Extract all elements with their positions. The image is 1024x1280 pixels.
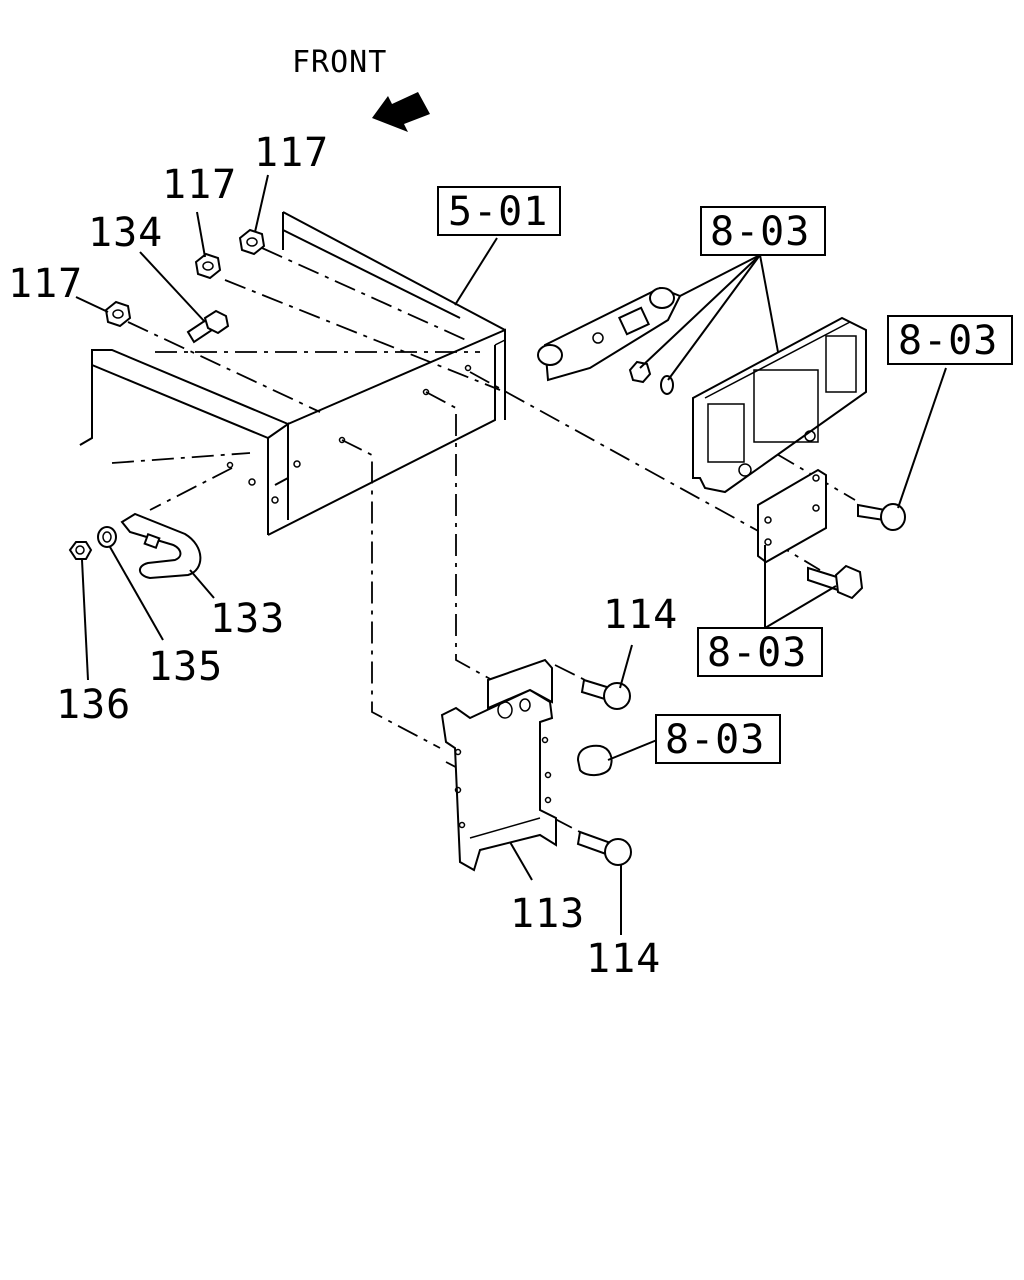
callout-113: 113 — [510, 891, 585, 937]
ref-8-03-right: 8-03 — [898, 318, 998, 364]
assembly-line — [425, 391, 511, 691]
leader-lines — [75, 174, 947, 935]
callout-114-upper: 114 — [603, 592, 678, 638]
callout-117-mid: 117 — [162, 162, 237, 208]
assembly-line — [149, 467, 233, 511]
callout-133: 133 — [210, 596, 285, 642]
lamp-bracket-arm — [537, 286, 682, 382]
ref-8-03-cap: 8-03 — [665, 717, 765, 763]
assembly-line — [445, 761, 581, 833]
callout-136: 136 — [56, 682, 131, 728]
callout-114-lower: 114 — [586, 936, 661, 982]
nut-8-03-small — [628, 360, 652, 384]
ref-box-8-03-top — [700, 206, 826, 256]
ref-5-01: 5-01 — [448, 189, 548, 235]
callout-117-right: 117 — [254, 130, 329, 176]
front-arrow-icon — [372, 92, 430, 132]
cap-8-03 — [576, 744, 613, 776]
callout-134: 134 — [88, 210, 163, 256]
assembly-line — [127, 321, 321, 413]
nut-136 — [68, 541, 93, 560]
bolt-114-lower — [576, 830, 632, 866]
tow-hook-133 — [120, 512, 202, 580]
assembly-line — [261, 247, 467, 341]
front-label: FRONT — [292, 45, 387, 80]
assembly-line — [341, 439, 441, 749]
bolt-134 — [186, 309, 230, 344]
ref-box-8-03-right — [887, 315, 1013, 365]
ref-box-8-03-cap — [655, 714, 781, 764]
flange-nut-117-mid — [194, 252, 222, 280]
assembly-line — [469, 371, 761, 533]
bolt-8-03-lower — [807, 564, 864, 600]
washer-135 — [97, 526, 117, 548]
callout-135: 135 — [148, 644, 223, 690]
bolt-8-03-upper — [857, 503, 906, 531]
mounting-plate — [757, 468, 827, 564]
frame-rail — [79, 211, 506, 536]
ref-box-5-01 — [437, 186, 561, 236]
bolt-114-upper — [580, 678, 631, 710]
rear-lamp-assembly — [692, 316, 867, 494]
ref-8-03-plate: 8-03 — [707, 630, 807, 676]
washer-8-03-small — [660, 375, 674, 395]
bracket-113 — [440, 658, 557, 872]
ref-8-03-top: 8-03 — [710, 209, 810, 255]
ref-box-8-03-plate — [697, 627, 823, 677]
callout-117-left: 117 — [8, 261, 83, 307]
flange-nut-117-right — [238, 228, 266, 256]
assembly-line — [224, 279, 501, 391]
assembly-line — [554, 664, 586, 681]
flange-nut-117-left — [104, 300, 132, 328]
